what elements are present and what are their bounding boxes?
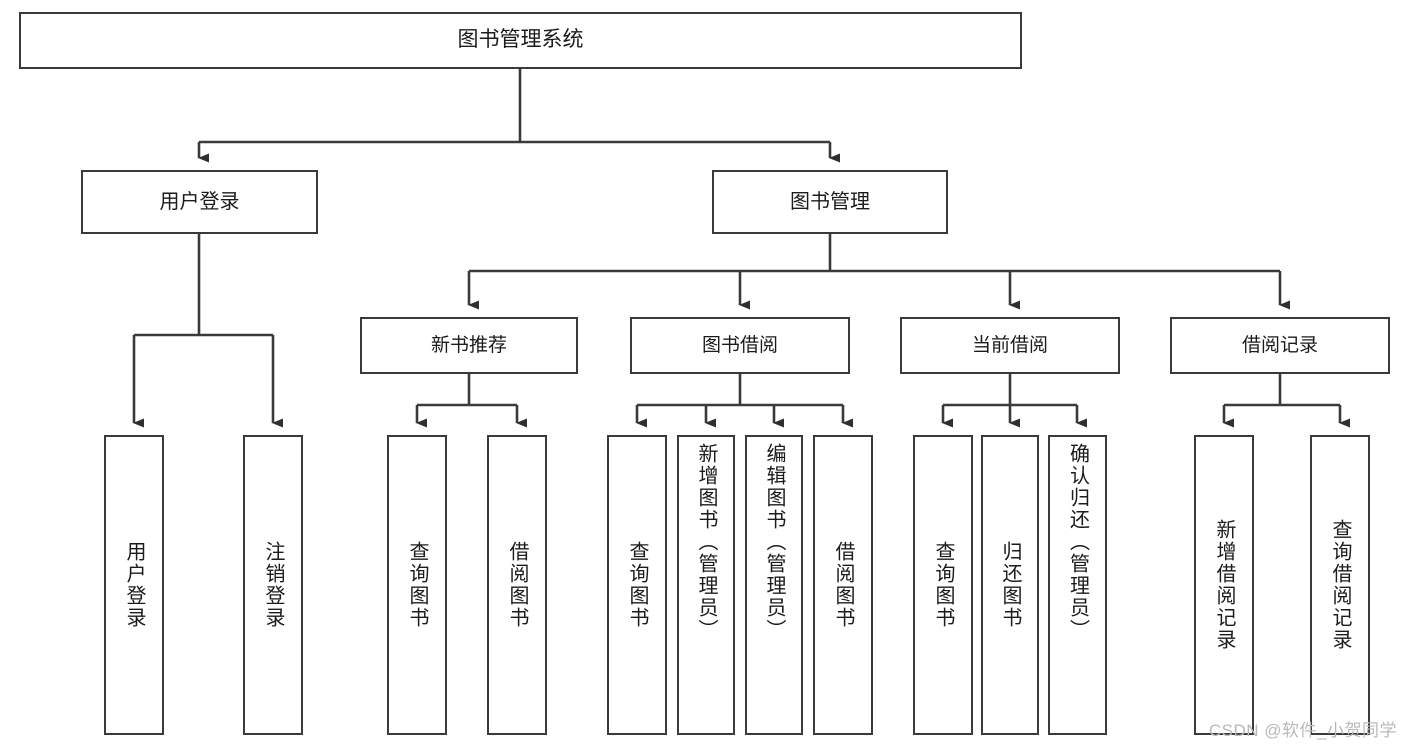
node-leaf-borrow-book-2-label: 借阅图书: [832, 541, 854, 629]
node-leaf-query-book-3[interactable]: 查询图书: [913, 435, 973, 735]
node-root[interactable]: 图书管理系统: [19, 12, 1022, 69]
node-leaf-query-book-1-label: 查询图书: [406, 541, 428, 629]
node-book-manage-label: 图书管理: [790, 190, 870, 213]
node-leaf-query-book-2[interactable]: 查询图书: [607, 435, 667, 735]
node-leaf-edit-book-label: 编辑图书（管理员）: [763, 443, 785, 641]
node-current-borrow[interactable]: 当前借阅: [900, 317, 1120, 374]
node-leaf-borrow-book-1-label: 借阅图书: [506, 541, 528, 629]
node-book-borrow[interactable]: 图书借阅: [630, 317, 850, 374]
node-borrow-record-label: 借阅记录: [1241, 334, 1318, 356]
node-leaf-user-login-label: 用户登录: [123, 541, 145, 629]
node-leaf-return-book-label: 归还图书: [999, 541, 1021, 629]
node-leaf-logout[interactable]: 注销登录: [243, 435, 303, 735]
node-leaf-user-login[interactable]: 用户登录: [104, 435, 164, 735]
node-user-login[interactable]: 用户登录: [81, 170, 318, 234]
node-leaf-borrow-book-1[interactable]: 借阅图书: [487, 435, 547, 735]
node-root-label: 图书管理系统: [457, 28, 584, 52]
node-leaf-query-book-2-label: 查询图书: [626, 541, 648, 629]
node-new-book-recommend-label: 新书推荐: [430, 334, 507, 356]
node-leaf-borrow-book-2[interactable]: 借阅图书: [813, 435, 873, 735]
node-leaf-return-book[interactable]: 归还图书: [981, 435, 1039, 735]
node-current-borrow-label: 当前借阅: [971, 334, 1048, 356]
node-leaf-confirm-return-label: 确认归还（管理员）: [1066, 443, 1089, 641]
node-leaf-add-book[interactable]: 新增图书（管理员）: [677, 435, 735, 735]
node-leaf-query-book-3-label: 查询图书: [932, 541, 954, 629]
node-leaf-add-record-label: 新增借阅记录: [1213, 519, 1235, 651]
node-leaf-logout-label: 注销登录: [262, 541, 284, 629]
node-book-manage[interactable]: 图书管理: [712, 170, 948, 234]
node-new-book-recommend[interactable]: 新书推荐: [360, 317, 578, 374]
node-leaf-add-record[interactable]: 新增借阅记录: [1194, 435, 1254, 735]
node-leaf-query-book-1[interactable]: 查询图书: [387, 435, 447, 735]
node-user-login-label: 用户登录: [159, 190, 240, 213]
watermark-text: CSDN @软件_小贺同学: [1208, 721, 1397, 740]
node-borrow-record[interactable]: 借阅记录: [1170, 317, 1390, 374]
node-leaf-edit-book[interactable]: 编辑图书（管理员）: [745, 435, 803, 735]
node-leaf-add-book-label: 新增图书（管理员）: [695, 443, 717, 641]
node-leaf-query-record[interactable]: 查询借阅记录: [1310, 435, 1370, 735]
node-leaf-confirm-return[interactable]: 确认归还（管理员）: [1048, 435, 1107, 735]
node-book-borrow-label: 图书借阅: [701, 334, 778, 356]
node-leaf-query-record-label: 查询借阅记录: [1329, 519, 1351, 651]
